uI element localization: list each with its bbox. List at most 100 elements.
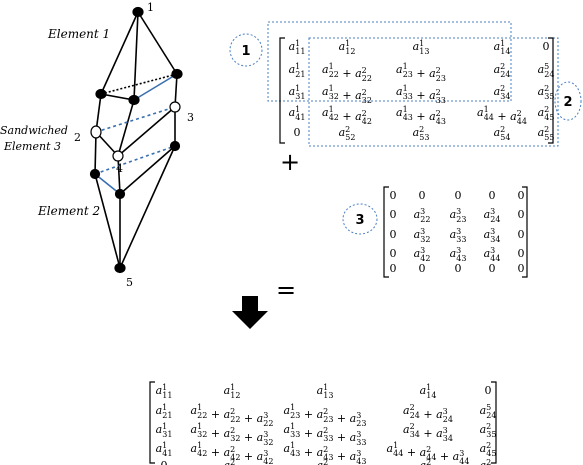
matrix-cell: 0 [161, 459, 168, 465]
mesh-edge-dotted-blue [94, 145, 176, 175]
matrix-cell: 0 [518, 208, 525, 221]
matrix-cell: 0 [518, 189, 525, 202]
matrix-bracket [279, 37, 554, 144]
badge-3: 3 [342, 203, 378, 235]
matrix-cell: 0 [455, 189, 462, 202]
mesh-node [114, 188, 126, 200]
matrix-cell: 0 [390, 228, 397, 241]
mesh-edge-dotted-blue [95, 106, 176, 133]
matrix-cell: 0 [543, 40, 550, 53]
mesh-edge [94, 173, 121, 269]
mesh-node [171, 68, 183, 80]
element-1-box [267, 21, 512, 102]
mesh-edge [100, 11, 139, 95]
element-2-box [308, 37, 559, 147]
mesh-edge [94, 131, 97, 175]
element-1-label: Element 1 [47, 27, 110, 41]
mesh-edge [117, 99, 135, 157]
matrix-bracket [149, 381, 497, 464]
mesh-edge [119, 145, 176, 195]
equals-sign: = [276, 276, 296, 304]
matrix-cell: 0 [485, 384, 492, 397]
plus-sign: + [280, 148, 300, 176]
element-2-label: Element 2 [37, 204, 100, 218]
sandwiched-label-line2: Element 3 [3, 140, 61, 153]
mesh-edge [117, 106, 176, 157]
matrix-cell: 0 [390, 189, 397, 202]
mesh-nodes [89, 6, 183, 274]
mesh-node-hollow [169, 101, 181, 113]
node-number: 3 [187, 111, 194, 124]
mesh-edge [117, 155, 121, 195]
matrix-cell: 0 [455, 262, 462, 275]
badge-2-label: 2 [563, 95, 572, 110]
matrix-cell: 0 [390, 208, 397, 221]
matrix-bracket [383, 186, 528, 278]
mesh-edge-dotted [100, 73, 178, 95]
matrix-cell: 0 [419, 262, 426, 275]
mesh-edge [133, 11, 139, 101]
down-arrow-icon [232, 296, 268, 329]
sandwiched-label-line1: Sandwiched [0, 124, 68, 137]
mesh-node [114, 262, 126, 274]
badge-1: 1 [229, 33, 263, 67]
mesh-node-hollow [90, 125, 102, 139]
mesh-node-hollow [112, 150, 124, 162]
mesh-node [128, 94, 140, 106]
badge-3-label: 3 [355, 213, 364, 228]
mesh-node [95, 88, 107, 100]
mesh-node [169, 140, 181, 152]
matrix-cell: 0 [294, 126, 301, 139]
matrix-cell: 0 [518, 228, 525, 241]
mesh-node [89, 168, 101, 180]
mesh-edge-blue [94, 173, 121, 195]
matrix-cell: 0 [390, 247, 397, 260]
badge-2: 2 [554, 81, 582, 121]
matrix-cell: 0 [390, 262, 397, 275]
mesh-edge [119, 145, 176, 269]
node-number: 5 [126, 276, 133, 289]
